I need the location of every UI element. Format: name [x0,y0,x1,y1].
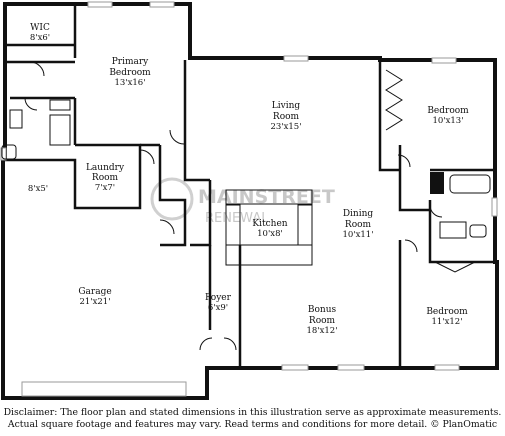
room-laundry-name-2: Room [92,173,119,183]
room-bedroom-se-name: Bedroom [426,307,468,317]
room-living-name-1: Living [272,101,301,111]
room-primary-bedroom-name-1: Primary [112,57,149,67]
doors-fixtures [1,61,491,351]
room-living-dims: 23'x15' [270,122,301,132]
room-primary-bedroom-name-2: Bedroom [109,68,151,78]
room-kitchen-dims: 10'x8' [257,229,283,239]
room-dining-name-1: Dining [343,209,374,219]
water-heater [430,172,444,194]
disclaimer-line2: Actual square footage and features may v… [7,419,498,430]
room-laundry-name-1: Laundry [86,163,125,173]
interior-walls [3,4,495,368]
kitchen-counters [225,189,313,266]
room-garage-name: Garage [78,287,111,297]
room-bonus-name-2: Room [309,316,336,326]
room-bonus-name-1: Bonus [308,305,337,315]
room-labels: WIC 8'x6' Primary Bedroom 13'x16' Living… [28,23,469,336]
room-living-name-2: Room [273,112,300,122]
room-bedroom-se-dims: 11'x12' [431,317,462,327]
room-wic-dims: 8'x6' [30,33,50,43]
room-garage-dims: 21'x21' [79,297,110,307]
room-bedroom-ne-name: Bedroom [427,106,469,116]
disclaimer: Disclaimer: The floor plan and stated di… [0,407,505,431]
room-kitchen-name: Kitchen [252,219,287,229]
room-storage-dims: 8'x5' [28,184,48,194]
room-foyer-dims: 6'x9' [208,303,228,313]
room-primary-bedroom-dims: 13'x16' [114,78,145,88]
watermark-line1: MAINSTREET [198,186,335,208]
windows [0,1,498,397]
room-dining-dims: 10'x11' [342,230,373,240]
room-foyer-name: Foyer [205,293,232,303]
room-dining-name-2: Room [345,220,372,230]
room-bonus-dims: 18'x12' [306,326,337,336]
disclaimer-line1: Disclaimer: The floor plan and stated di… [3,407,502,418]
room-bedroom-ne-dims: 10'x13' [432,116,463,126]
room-laundry-dims: 7'x7' [95,183,115,193]
watermark: MAINSTREET RENEWAL [150,177,335,226]
watermark-line2: RENEWAL [205,211,269,226]
room-wic-name: WIC [30,23,50,33]
